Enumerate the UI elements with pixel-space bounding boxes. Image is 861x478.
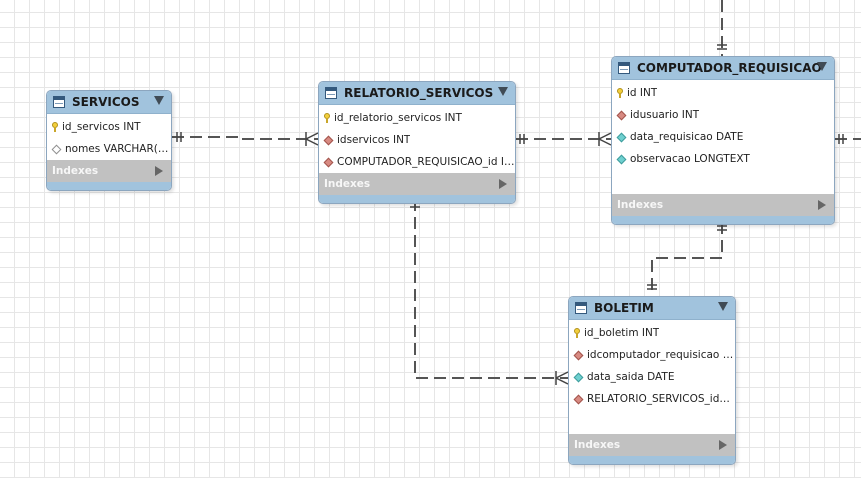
relationship-servicos-relatorio[interactable] xyxy=(172,136,318,140)
column-row[interactable]: observacao LONGTEXT xyxy=(612,148,834,170)
column-name: id_boletim INT xyxy=(584,327,660,339)
column-row[interactable]: data_requisicao DATE xyxy=(612,126,834,148)
indexes-label: Indexes xyxy=(52,165,99,177)
indexes-label: Indexes xyxy=(617,199,664,211)
table-footer xyxy=(612,216,834,224)
foreign-key-icon xyxy=(616,110,627,120)
table-header[interactable]: BOLETIM xyxy=(569,297,735,320)
table-footer xyxy=(319,195,515,203)
foreign-key-icon xyxy=(573,350,584,360)
foreign-key-icon xyxy=(323,135,334,145)
column-name: data_saida DATE xyxy=(587,371,675,383)
column-name: id INT xyxy=(627,87,658,99)
primary-key-icon xyxy=(52,122,58,132)
indexes-section[interactable]: Indexes xyxy=(47,160,171,182)
relationship-relatorio-boletim[interactable] xyxy=(414,199,568,379)
foreign-key-icon xyxy=(323,157,334,167)
expand-arrow-icon[interactable] xyxy=(499,179,507,189)
cardinality-one-mark xyxy=(519,134,525,144)
column-row[interactable]: id_relatorio_servicos INT xyxy=(319,107,515,129)
collapse-toggle-icon[interactable] xyxy=(154,96,164,105)
column-name: COMPUTADOR_REQUISICAO_id INT xyxy=(337,156,515,168)
table-relatorio-servicos[interactable]: RELATORIO_SERVICOS id_relatorio_servicos… xyxy=(318,81,516,204)
column-row[interactable]: idusuario INT xyxy=(612,104,834,126)
column-list: id_relatorio_servicos INT idservicos INT… xyxy=(319,105,515,173)
relationship-computador-boletim[interactable] xyxy=(651,222,723,296)
cardinality-one-mark xyxy=(838,134,844,144)
column-list: id_servicos INT nomes VARCHAR(45) xyxy=(47,114,171,160)
table-icon xyxy=(325,87,337,99)
expand-arrow-icon[interactable] xyxy=(719,440,727,450)
table-footer xyxy=(569,456,735,464)
expand-arrow-icon[interactable] xyxy=(818,200,826,210)
table-header[interactable]: COMPUTADOR_REQUISICAO xyxy=(612,57,834,80)
indexes-label: Indexes xyxy=(574,439,621,451)
table-servicos[interactable]: SERVICOS id_servicos INT nomes VARCHAR(4… xyxy=(46,90,172,191)
table-title: BOLETIM xyxy=(594,301,654,315)
column-list: id_boletim INT idcomputador_requisicao I… xyxy=(569,320,735,434)
indexes-section[interactable]: Indexes xyxy=(612,194,834,216)
primary-key-icon xyxy=(617,88,623,98)
table-boletim[interactable]: BOLETIM id_boletim INT idcomputador_requ… xyxy=(568,296,736,465)
primary-key-icon xyxy=(324,113,330,123)
collapse-toggle-icon[interactable] xyxy=(718,302,728,311)
column-row[interactable]: id_servicos INT xyxy=(47,116,171,138)
column-name: observacao LONGTEXT xyxy=(630,153,750,165)
collapse-toggle-icon[interactable] xyxy=(817,62,827,71)
column-name: nomes VARCHAR(45) xyxy=(65,143,171,155)
column-name: idusuario INT xyxy=(630,109,700,121)
table-icon xyxy=(618,62,630,74)
column-row[interactable]: id INT xyxy=(612,82,834,104)
column-row[interactable]: idservicos INT xyxy=(319,129,515,151)
column-row[interactable]: id_boletim INT xyxy=(569,322,735,344)
cardinality-many-mark xyxy=(555,371,569,385)
table-footer xyxy=(47,182,171,190)
table-header[interactable]: RELATORIO_SERVICOS xyxy=(319,82,515,105)
cardinality-one-mark xyxy=(176,132,182,142)
table-title: RELATORIO_SERVICOS xyxy=(344,86,494,100)
column-row[interactable]: nomes VARCHAR(45) xyxy=(47,138,171,160)
collapse-toggle-icon[interactable] xyxy=(498,87,508,96)
indexes-label: Indexes xyxy=(324,178,371,190)
indexes-section[interactable]: Indexes xyxy=(569,434,735,456)
table-title: COMPUTADOR_REQUISICAO xyxy=(637,61,822,75)
column-row[interactable]: COMPUTADOR_REQUISICAO_id INT xyxy=(319,151,515,173)
nullable-column-icon xyxy=(51,144,62,154)
column-icon xyxy=(616,154,627,164)
column-icon xyxy=(573,372,584,382)
cardinality-many-mark xyxy=(598,132,612,146)
table-icon xyxy=(53,96,65,108)
column-list: id INT idusuario INT data_requisicao DAT… xyxy=(612,80,834,194)
column-name: id_relatorio_servicos INT xyxy=(334,112,462,124)
column-name: id_servicos INT xyxy=(62,121,141,133)
table-title: SERVICOS xyxy=(72,95,140,109)
expand-arrow-icon[interactable] xyxy=(155,166,163,176)
column-row[interactable]: idcomputador_requisicao INT xyxy=(569,344,735,366)
column-name: idcomputador_requisicao INT xyxy=(587,349,735,361)
table-icon xyxy=(575,302,587,314)
cardinality-one-mark xyxy=(717,225,727,231)
indexes-section[interactable]: Indexes xyxy=(319,173,515,195)
column-icon xyxy=(616,132,627,142)
column-name: data_requisicao DATE xyxy=(630,131,744,143)
column-name: idservicos INT xyxy=(337,134,411,146)
column-row[interactable]: RELATORIO_SERVICOS_id_r... xyxy=(569,388,735,410)
cardinality-one-mark xyxy=(717,44,727,50)
column-row[interactable]: data_saida DATE xyxy=(569,366,735,388)
primary-key-icon xyxy=(574,328,580,338)
table-computador-requisicao[interactable]: COMPUTADOR_REQUISICAO id INT idusuario I… xyxy=(611,56,835,225)
table-header[interactable]: SERVICOS xyxy=(47,91,171,114)
foreign-key-icon xyxy=(573,394,584,404)
cardinality-many-mark xyxy=(305,132,319,146)
cardinality-one-mark xyxy=(647,284,657,290)
column-name: RELATORIO_SERVICOS_id_r... xyxy=(587,393,735,405)
